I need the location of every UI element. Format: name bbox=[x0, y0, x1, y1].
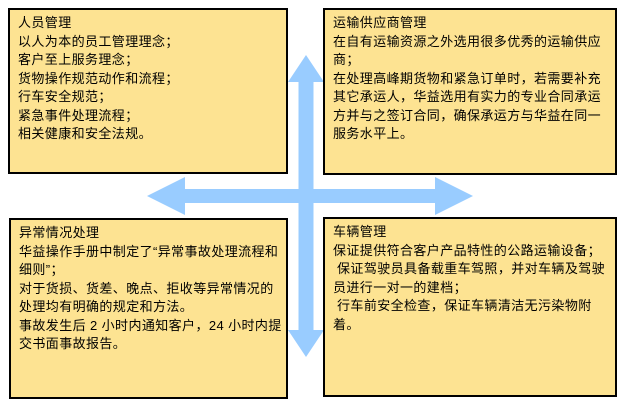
personnel-management-box: 人员管理 以人为本的员工管理理念； 客户至上服务理念； 货物操作规范动作和流程；… bbox=[8, 8, 288, 174]
personnel-box-line: 客户至上服务理念； bbox=[18, 52, 139, 67]
horizontal-double-arrow-icon bbox=[147, 177, 473, 215]
exception-box-title: 异常情况处理 bbox=[19, 225, 100, 240]
personnel-box-title: 人员管理 bbox=[18, 15, 72, 30]
supplier-box-line: 在处理高峰期货物和紧急订单时，若需要补充其它承运人，华益选用有实力的专业合同承运… bbox=[333, 70, 602, 142]
vertical-double-arrow-icon bbox=[288, 55, 324, 357]
personnel-box-line: 行车安全规范； bbox=[18, 89, 112, 104]
vehicle-management-box: 车辆管理 保证提供符合客户产品特性的公路运输设备； 保证驾驶员具备载重车驾照，并… bbox=[323, 217, 617, 397]
vehicle-box-line: 行车前安全检查，保证车辆清洁无污染物附着。 bbox=[333, 298, 592, 332]
exception-box-line: 华益操作手册中制定了“异常事故处理流程和细则”； bbox=[19, 243, 279, 278]
exception-box-line: 对于货损、货差、晚点、拒收等异常情况的处理均有明确的规定和方法。 bbox=[19, 280, 274, 315]
vehicle-box-line: 保证驾驶员具备载重车驾照，并对车辆及驾驶员进行一对一的建档； bbox=[333, 261, 606, 295]
exception-box-line: 事故发生后 2 小时内通知客户，24 小时内提交书面事故报告。 bbox=[19, 317, 282, 352]
personnel-box-line: 紧急事件处理流程； bbox=[18, 107, 139, 123]
vehicle-box-line: 保证提供符合客户产品特性的公路运输设备； bbox=[333, 242, 602, 258]
supplier-box-line: 在自有运输资源之外选用很多优秀的运输供应商； bbox=[333, 33, 602, 68]
personnel-box-line: 货物操作规范动作和流程； bbox=[18, 70, 179, 86]
supplier-box-title: 运输供应商管理 bbox=[333, 15, 427, 30]
exception-handling-box: 异常情况处理 华益操作手册中制定了“异常事故处理流程和细则”； 对于货损、货差、… bbox=[9, 218, 288, 399]
vehicle-box-title: 车辆管理 bbox=[333, 224, 387, 239]
personnel-box-line: 相关健康和安全法规。 bbox=[18, 126, 153, 141]
personnel-box-line: 以人为本的员工管理理念； bbox=[18, 33, 179, 49]
transport-supplier-management-box: 运输供应商管理 在自有运输资源之外选用很多优秀的运输供应商； 在处理高峰期货物和… bbox=[323, 8, 617, 175]
